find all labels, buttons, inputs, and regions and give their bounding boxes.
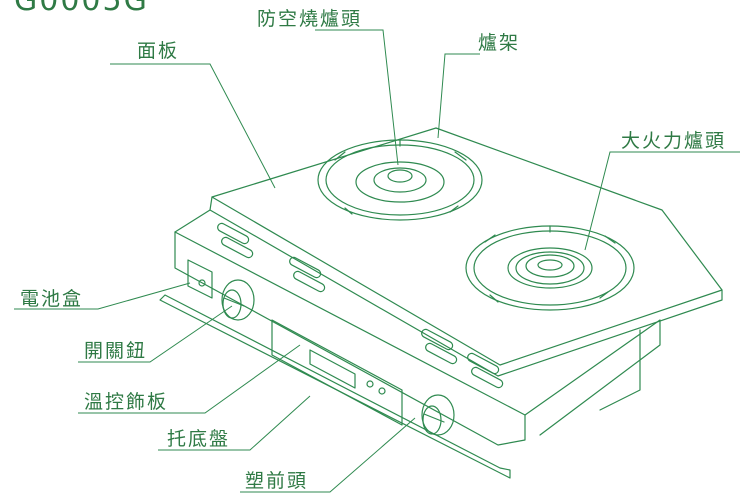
label-battery-box: 電池盒 bbox=[20, 288, 84, 310]
label-switch-knob: 開關鈕 bbox=[84, 340, 148, 362]
temp-control-plate bbox=[271, 319, 403, 426]
leader-switch-knob bbox=[78, 305, 233, 363]
label-panel: 面板 bbox=[137, 40, 180, 62]
vent-slots bbox=[217, 222, 504, 389]
model-code: G0005G bbox=[14, 0, 149, 18]
leader-high-power bbox=[584, 151, 740, 251]
leader-panel bbox=[110, 63, 276, 189]
leader-battery-box bbox=[14, 282, 191, 310]
label-front-trim: 塑前頭 bbox=[245, 470, 309, 492]
anti-dry-burn-burner bbox=[317, 139, 483, 221]
label-drip-tray: 托底盤 bbox=[167, 428, 231, 450]
label-pot-stand: 爐架 bbox=[478, 32, 521, 54]
drip-tray bbox=[159, 294, 511, 479]
label-high-power-burner: 大火力爐頭 bbox=[621, 130, 727, 152]
front-housing bbox=[174, 231, 526, 446]
high-power-burner bbox=[465, 225, 635, 311]
leader-front-trim bbox=[240, 417, 416, 493]
battery-box bbox=[187, 259, 213, 299]
leader-pot-stand bbox=[437, 53, 480, 139]
leader-temp-control bbox=[78, 344, 301, 414]
left-knob bbox=[221, 279, 255, 321]
leader-drip-tray bbox=[158, 395, 311, 451]
leader-anti-dry-burn bbox=[315, 29, 399, 166]
label-temperature-control-trim: 溫控飾板 bbox=[84, 391, 169, 413]
label-anti-dry-burn-burner: 防空燒爐頭 bbox=[257, 8, 363, 30]
right-knob bbox=[421, 394, 455, 436]
